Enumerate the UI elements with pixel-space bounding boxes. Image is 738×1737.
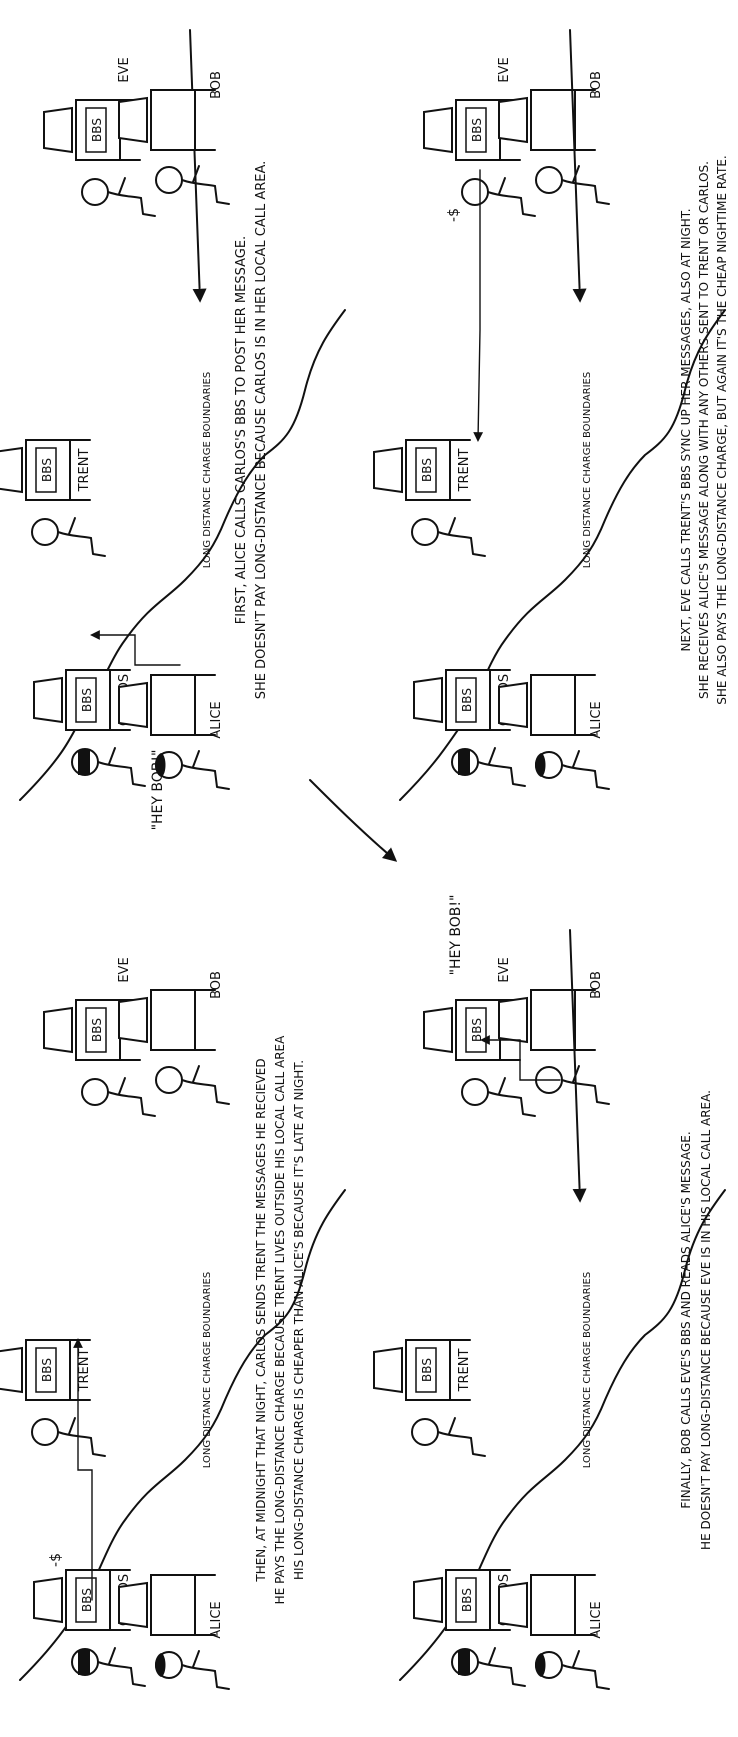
caption-line: HE DOESN'T PAY LONG-DISTANCE BECAUSE EVE… xyxy=(699,1090,713,1550)
panel-3: BBS CARLOS ALICE BBS TRENT LONG DISTANCE… xyxy=(374,30,729,800)
panel-4: BBS CARLOS ALICE BBS TRENT LONG DISTANCE… xyxy=(374,895,725,1689)
bbs-label: BBS xyxy=(420,1358,434,1382)
caption-line: FINALLY, BOB CALLS EVE'S BBS AND READS A… xyxy=(679,1131,693,1508)
bbs-label: BBS xyxy=(460,688,474,712)
bbs-label: BBS xyxy=(40,1358,54,1382)
panel-arrow-4 xyxy=(570,930,580,1200)
bbs-label: BBS xyxy=(40,458,54,482)
bbs-label: BBS xyxy=(470,118,484,142)
money-label: -$ xyxy=(48,1553,64,1567)
boundary-label: LONG DISTANCE CHARGE BOUNDARIES xyxy=(582,372,593,568)
hey-bob-speech: "HEY BOB!" xyxy=(150,750,166,831)
bob-station xyxy=(119,990,229,1104)
bbs-label: BBS xyxy=(90,118,104,142)
panel-arrow-3 xyxy=(570,30,580,300)
eve-label: EVE xyxy=(117,957,132,982)
alice-label: ALICE xyxy=(209,1601,224,1638)
panel-2: BBS CARLOS -$ ALICE BBS TRENT LONG DISTA… xyxy=(0,780,395,1689)
caption-3: NEXT, EVE CALLS TRENT'S BBS SYNC UP HER … xyxy=(679,155,729,705)
bob-label: BOB xyxy=(209,71,224,99)
caption-1: FIRST, ALICE CALLS CARLOS'S BBS TO POST … xyxy=(234,161,269,700)
trent-label: TRENT xyxy=(77,1349,92,1393)
boundary-label: LONG DISTANCE CHARGE BOUNDARIES xyxy=(202,1272,213,1468)
caption-line: SHE DOESN'T PAY LONG-DISTANCE BECAUSE CA… xyxy=(254,161,269,700)
alice-label: ALICE xyxy=(209,701,224,738)
caption-line: HIS LONG-DISTANCE CHARGE IS CHEAPER THAN… xyxy=(292,1060,306,1580)
panel-arrow-1 xyxy=(190,30,200,300)
bob-station xyxy=(499,990,609,1104)
caption-line: NEXT, EVE CALLS TRENT'S BBS SYNC UP HER … xyxy=(679,208,693,651)
caption-line: HE PAYS THE LONG-DISTANCE CHARGE BECAUSE… xyxy=(273,1035,287,1604)
panel-arrow-2 xyxy=(310,780,395,860)
boundary-label: LONG DISTANCE CHARGE BOUNDARIES xyxy=(202,372,213,568)
caption-line: FIRST, ALICE CALLS CARLOS'S BBS TO POST … xyxy=(234,236,249,624)
bbs-label: BBS xyxy=(80,688,94,712)
alice-label: ALICE xyxy=(589,701,604,738)
panel-1: BBS CARLOS ALICE "HEY BOB!" BBS xyxy=(0,30,345,830)
call-arrow xyxy=(478,170,480,440)
bbs-label: BBS xyxy=(420,458,434,482)
trent-label: TRENT xyxy=(77,449,92,493)
money-label: -$ xyxy=(446,208,462,222)
bob-label: BOB xyxy=(589,71,604,99)
alice-label: ALICE xyxy=(589,1601,604,1638)
eve-label: EVE xyxy=(497,57,512,82)
eve-label: EVE xyxy=(497,957,512,982)
caption-line: SHE RECEIVES ALICE'S MESSAGE ALONG WITH … xyxy=(697,161,711,699)
eve-label: EVE xyxy=(117,57,132,82)
trent-label: TRENT xyxy=(457,1349,472,1393)
bbs-label: BBS xyxy=(460,1588,474,1612)
hey-bob-speech: "HEY BOB!" xyxy=(448,895,464,976)
caption-4: FINALLY, BOB CALLS EVE'S BBS AND READS A… xyxy=(679,1090,713,1550)
bob-label: BOB xyxy=(589,971,604,999)
caption-line: THEN, AT MIDNIGHT THAT NIGHT, CARLOS SEN… xyxy=(254,1058,268,1582)
bob-station xyxy=(119,90,229,204)
bob-label: BOB xyxy=(209,971,224,999)
trent-label: TRENT xyxy=(457,449,472,493)
bbs-label: BBS xyxy=(90,1018,104,1042)
caption-line: SHE ALSO PAYS THE LONG-DISTANCE CHARGE, … xyxy=(715,155,729,705)
bob-station xyxy=(499,90,609,204)
bbs-label: BBS xyxy=(470,1018,484,1042)
boundary-label: LONG DISTANCE CHARGE BOUNDARIES xyxy=(582,1272,593,1468)
call-arrow xyxy=(92,635,180,665)
caption-2: THEN, AT MIDNIGHT THAT NIGHT, CARLOS SEN… xyxy=(254,1035,306,1604)
